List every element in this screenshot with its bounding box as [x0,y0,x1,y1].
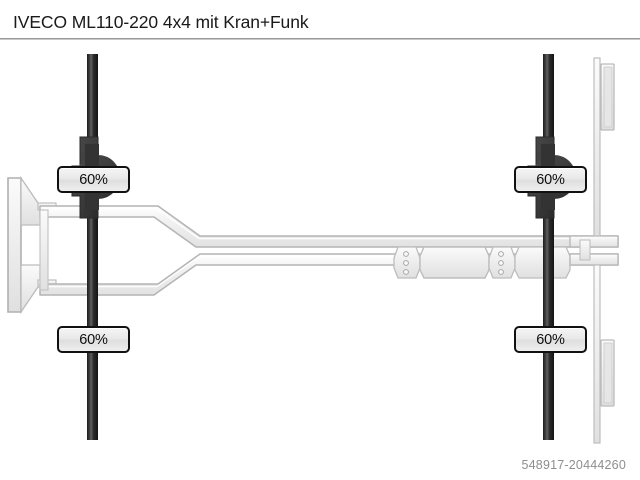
chassis-schematic-svg [7,54,619,444]
front-axle [71,54,120,440]
cross-member-front [393,246,421,279]
page-title: IVECO ML110-220 4x4 mit Kran+Funk [13,12,309,32]
footer-bar: 548917-20444260 [0,452,640,480]
listing-id: 548917-20444260 [521,458,626,472]
frame-rail-upper [39,205,619,248]
cross-member-rear [488,246,516,279]
tread-badge-rear-left: 60% [514,166,587,193]
tread-badge-rear-right: 60% [514,326,587,353]
front-inner-rails [39,209,49,291]
bolt-hole [498,269,504,275]
bolt-hole [403,251,409,257]
cross-member-tail [514,246,571,279]
header-divider [0,38,640,40]
bolt-hole [403,260,409,266]
rear-crossbar-assembly [593,57,615,444]
front-bumper-assembly [7,175,57,315]
tread-badge-front-left: 60% [57,166,130,193]
bolt-hole [498,251,504,257]
bolt-hole [403,269,409,275]
cross-member-panel [419,246,490,279]
chassis-diagram: 60% 60% 60% 60% [0,40,640,452]
tread-badge-front-right: 60% [57,326,130,353]
header-bar: IVECO ML110-220 4x4 mit Kran+Funk [0,0,640,38]
bolt-hole [498,260,504,266]
rear-frame-extension [569,235,619,266]
